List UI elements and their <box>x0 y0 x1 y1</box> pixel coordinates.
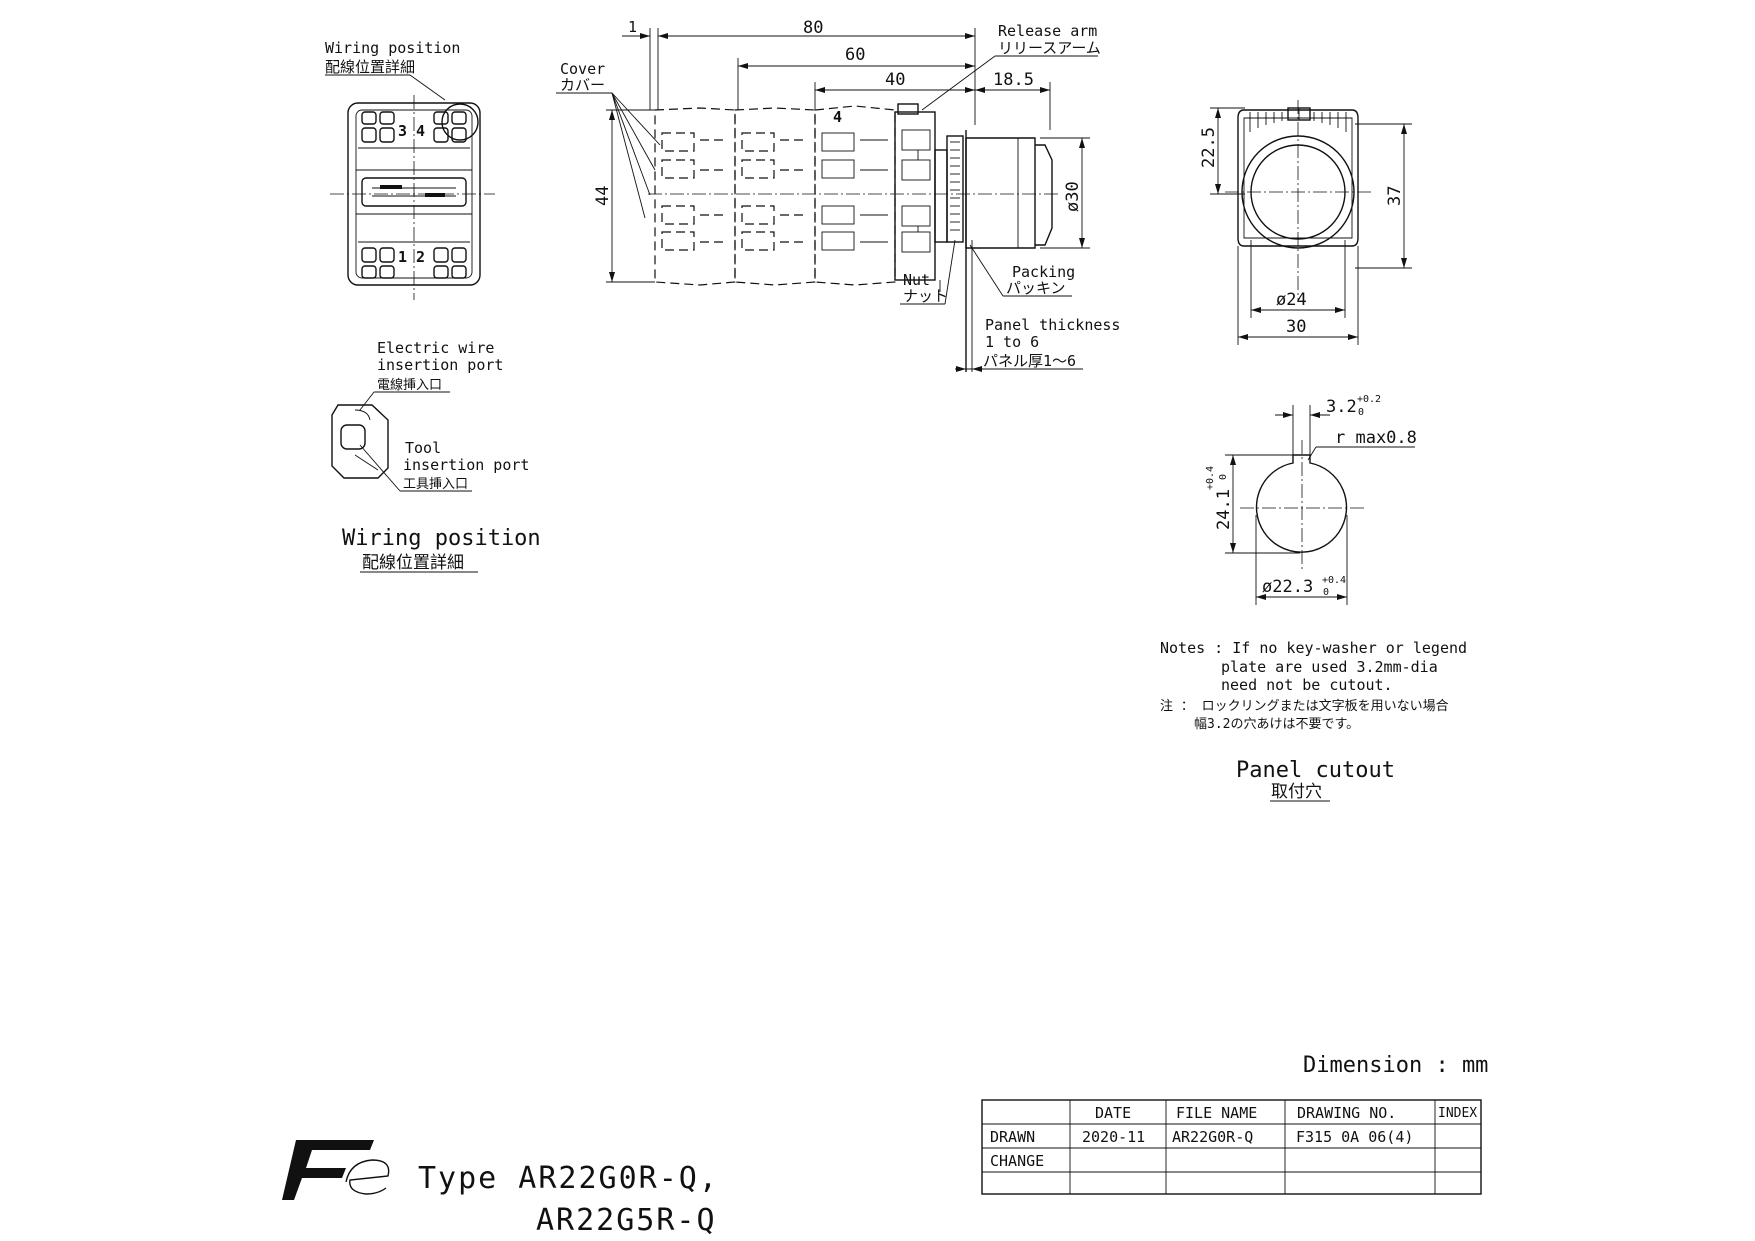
row-drawn-date: 2020-11 <box>1082 1128 1145 1146</box>
tool-label-2: insertion port <box>403 456 529 474</box>
dim-37: 37 <box>1385 186 1405 206</box>
panel-cutout-caption: Panel cutout <box>1236 758 1395 783</box>
dim-dia24: ø24 <box>1276 290 1307 310</box>
wiring-position-caption: Wiring position <box>342 526 541 551</box>
dim-44: 44 <box>593 186 613 206</box>
fe-logo <box>282 1140 390 1200</box>
dim-dia-tol: +0.4 <box>1322 575 1346 586</box>
dim-height-tol: +0.4 <box>1205 466 1216 490</box>
dim-40: 40 <box>885 70 905 90</box>
type-line-2: AR22G5R-Q <box>536 1203 717 1238</box>
release-arm-leader <box>921 55 996 111</box>
terminal-label-34: 3 4 <box>398 122 425 140</box>
panel-thickness-label-2: 1 to 6 <box>985 333 1039 351</box>
dim-80: 80 <box>803 18 823 38</box>
dim-key-tol: +0.2 <box>1357 394 1381 405</box>
tool-label-jp: 工具挿入口 <box>403 477 468 492</box>
notes-jp-2: 幅3.2の穴あけは不要です。 <box>1194 717 1359 732</box>
row-drawn-drawing-no: F315 0A 06(4) <box>1296 1128 1413 1146</box>
panel-thickness-label-jp: パネル厚1～6 <box>983 352 1076 370</box>
packing-label-jp: パッキン <box>1006 279 1066 297</box>
electric-wire-label-1: Electric wire <box>377 339 494 357</box>
electric-wire-label-jp: 電線挿入口 <box>377 377 442 393</box>
cutout-outline <box>1255 454 1348 553</box>
nut-leader <box>944 239 956 305</box>
nut-label-jp: ナット <box>903 287 948 305</box>
lower-terminals <box>358 241 470 279</box>
leader-line <box>409 74 446 101</box>
dim-rmax: r max0.8 <box>1335 428 1417 448</box>
contact-block <box>814 105 896 286</box>
dim-60: 60 <box>845 45 865 65</box>
optional-contact-blocks <box>654 107 816 286</box>
notes-jp-1: 注 ： ロックリングまたは文字板を用いない場合 <box>1160 699 1449 714</box>
wiring-position-view: Wiring position 配線位置詳細 3 4 <box>325 39 495 300</box>
th-date: DATE <box>1095 1104 1131 1122</box>
row-drawn-label: DRAWN <box>990 1128 1035 1146</box>
operator-mechanism <box>894 103 948 292</box>
wiring-port-outline <box>331 404 389 479</box>
type-line-1: Type AR22G0R-Q, <box>418 1161 719 1196</box>
dimension-unit: Dimension : mm <box>1303 1053 1488 1078</box>
cover-label: Cover <box>560 60 605 78</box>
wiring-detail: Electric wire insertion port 電線挿入口 Tool … <box>331 339 541 573</box>
dimension-lines-top <box>622 28 1051 130</box>
notes-line-1: Notes : If no key-washer or legend <box>1160 639 1467 657</box>
dim-dia30: ø30 <box>1063 181 1083 212</box>
block-label-4: 4 <box>833 108 842 126</box>
notes-line-3: need not be cutout. <box>1221 676 1393 694</box>
th-drawing-no: DRAWING NO. <box>1297 1104 1396 1122</box>
dim-height-tol-low: 0 <box>1218 474 1229 480</box>
dim-cutout-height: 24.1 <box>1214 489 1234 530</box>
dim-22-5: 22.5 <box>1199 127 1219 168</box>
operator-head <box>965 137 1053 249</box>
dim-1: 1 <box>628 18 637 36</box>
front-housing <box>1237 109 1359 247</box>
packing-leader <box>969 244 1004 297</box>
wiring-position-caption-jp: 配線位置詳細 <box>362 553 464 573</box>
cover-leaders <box>611 92 661 219</box>
release-arm-label-jp: リリースアーム <box>998 39 1101 57</box>
dim-key-width: 3.2 <box>1326 397 1357 417</box>
dim-key-tol-low: 0 <box>1358 407 1364 418</box>
th-file-name: FILE NAME <box>1176 1104 1257 1122</box>
wiring-position-label-jp: 配線位置詳細 <box>325 58 415 76</box>
panel-cutout-caption-jp: 取付穴 <box>1271 782 1322 802</box>
tool-port <box>340 424 366 450</box>
dim-18-5: 18.5 <box>993 70 1034 90</box>
packing-label: Packing <box>1012 263 1075 281</box>
th-index: INDEX <box>1438 1106 1477 1121</box>
nut <box>946 135 964 243</box>
dim-dia-tol-low: 0 <box>1323 587 1329 598</box>
detail-circle <box>441 103 479 141</box>
terminal-label-12: 1 2 <box>398 248 425 266</box>
dim-30: 30 <box>1286 317 1306 337</box>
wiring-position-label: Wiring position <box>325 39 460 57</box>
side-view: 1 80 60 40 18.5 Release arm リリースアーム Cove… <box>556 18 1120 372</box>
electric-wire-label-2: insertion port <box>377 356 503 374</box>
front-view: 22.5 37 ø24 30 <box>1199 100 1412 345</box>
nut-label: Nut <box>903 271 930 289</box>
title-block: DATE FILE NAME DRAWING NO. INDEX DRAWN 2… <box>981 1099 1482 1195</box>
dim-cutout-dia: ø22.3 <box>1262 577 1313 597</box>
panel-cutout-view: 3.2 +0.2 0 r max0.8 24.1 +0.4 0 ø22.3 +0… <box>1205 394 1417 605</box>
release-arm-label: Release arm <box>998 22 1097 40</box>
cover-label-jp: カバー <box>560 76 605 94</box>
notes: Notes : If no key-washer or legend plate… <box>1160 639 1467 732</box>
tool-label-1: Tool <box>405 439 441 457</box>
upper-terminals <box>358 111 470 149</box>
front-ribs <box>1249 107 1347 132</box>
row-change-label: CHANGE <box>990 1152 1044 1170</box>
row-drawn-file: AR22G0R-Q <box>1172 1128 1253 1146</box>
panel-thickness-label-1: Panel thickness <box>985 316 1120 334</box>
notes-line-2: plate are used 3.2mm-dia <box>1221 658 1438 676</box>
